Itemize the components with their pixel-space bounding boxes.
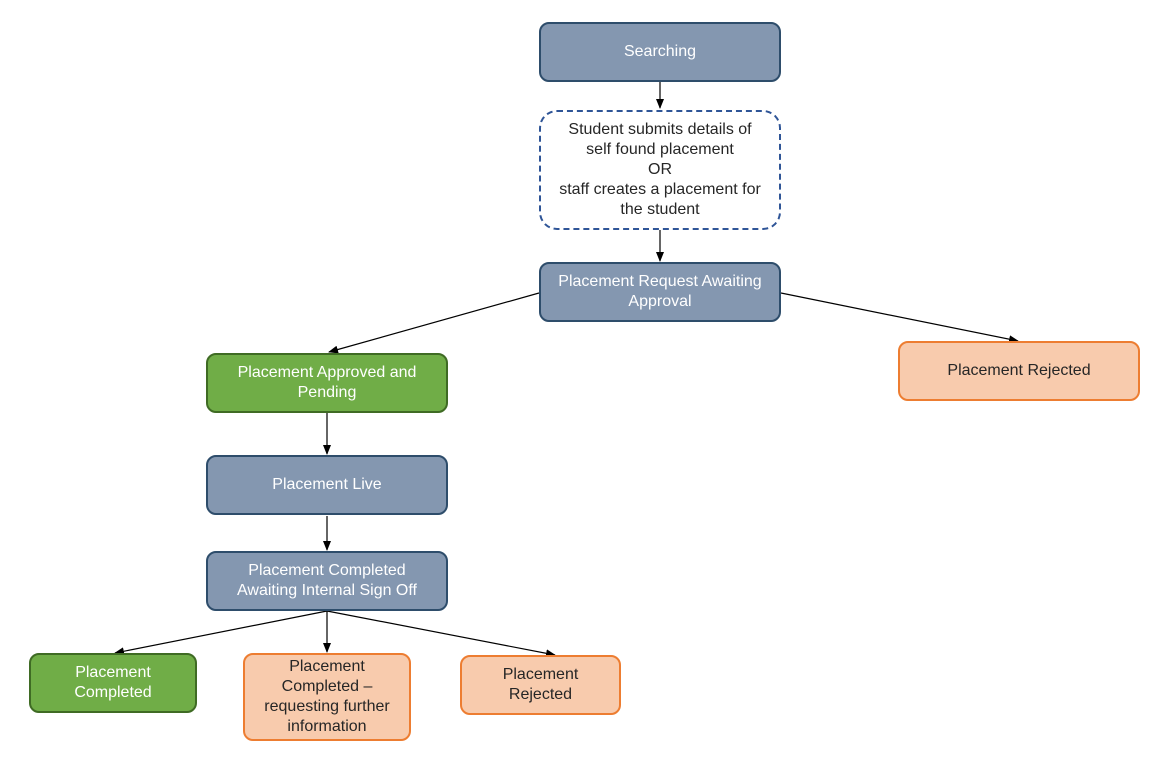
node-completed-further-info: Placement Completed – requesting further… bbox=[243, 653, 411, 741]
edge-awaiting-signoff-to-rejected-bottom bbox=[326, 610, 556, 658]
node-rejected-bottom-label: Placement Rejected bbox=[502, 666, 579, 703]
node-completed-label: Placement Completed bbox=[74, 664, 152, 701]
node-rejected-top: Placement Rejected bbox=[898, 341, 1140, 401]
node-approved-pending-label: Placement Approved and Pending bbox=[237, 364, 417, 401]
node-searching: Searching bbox=[539, 22, 781, 82]
node-rejected-bottom: Placement Rejected bbox=[460, 655, 621, 715]
node-completed-awaiting-label: Placement Completed Awaiting Internal Si… bbox=[237, 562, 417, 599]
edge-awaiting-to-rejected-top bbox=[780, 292, 1019, 344]
node-submit-details-label: Student submits details of self found pl… bbox=[559, 121, 761, 218]
node-completed-further-info-label: Placement Completed – requesting further… bbox=[264, 658, 390, 735]
node-searching-label: Searching bbox=[623, 43, 697, 60]
node-completed-awaiting: Placement Completed Awaiting Internal Si… bbox=[206, 551, 448, 611]
edge-awaiting-to-approved bbox=[328, 292, 540, 354]
node-submit-details: Student submits details of self found pl… bbox=[539, 110, 781, 230]
edge-awaiting-signoff-to-completed bbox=[114, 610, 328, 656]
node-approved-pending: Placement Approved and Pending bbox=[206, 353, 448, 413]
node-live: Placement Live bbox=[206, 455, 448, 515]
node-rejected-top-label: Placement Rejected bbox=[947, 362, 1091, 379]
node-awaiting-approval-label: Placement Request Awaiting Approval bbox=[558, 273, 762, 310]
node-completed: Placement Completed bbox=[29, 653, 197, 713]
node-awaiting-approval: Placement Request Awaiting Approval bbox=[539, 262, 781, 322]
node-live-label: Placement Live bbox=[272, 476, 382, 493]
